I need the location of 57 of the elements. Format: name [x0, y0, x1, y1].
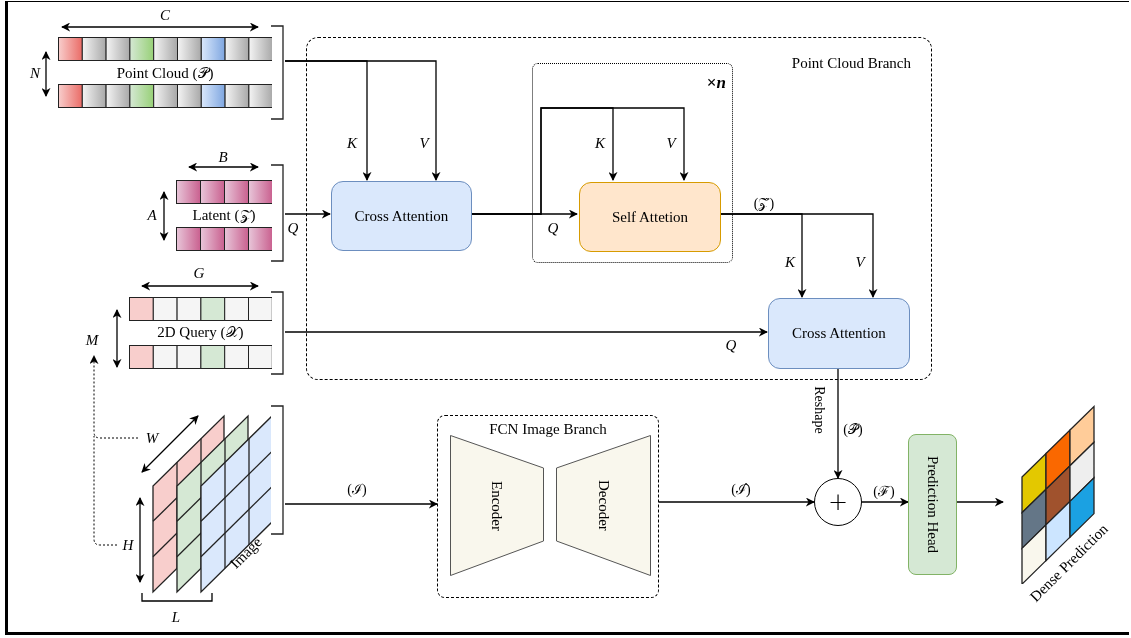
- tensor-label: Point Cloud (𝒫): [116, 65, 214, 81]
- attention-block: [768, 298, 910, 369]
- arrow: [658, 497, 815, 507]
- edge-label: K: [345, 135, 359, 151]
- tensor-label: 2D Query (𝒳): [157, 324, 244, 340]
- trapezoid-block: [556, 435, 651, 576]
- block-label: Cross Attention: [354, 206, 449, 226]
- block-label: Encoder: [488, 480, 507, 531]
- dimension-label: H: [122, 537, 134, 553]
- edge-label: Q: [545, 220, 561, 236]
- dimension-label: N: [30, 65, 40, 81]
- tensor-stack: [129, 291, 285, 375]
- dashed-group-frame: [437, 415, 659, 598]
- dimension-label: A: [147, 207, 157, 223]
- block-label: Prediction Head: [923, 455, 942, 554]
- edge-label: K: [593, 135, 607, 151]
- block-label: Decoder: [594, 480, 613, 531]
- group-title: Point Cloud Branch: [791, 54, 911, 73]
- arrow: [284, 499, 438, 509]
- attention-block: [331, 181, 472, 251]
- group-title: ×n: [706, 72, 726, 94]
- edge-label: (ℐ): [345, 483, 369, 497]
- arrow: [956, 497, 1004, 507]
- tensor-stack: [176, 164, 285, 262]
- dimension-label: (𝒵̂): [753, 197, 775, 211]
- attention-block: [579, 182, 721, 252]
- edge-label: (ℱ): [871, 485, 897, 499]
- tensor-stack: [58, 25, 285, 120]
- edge-label: V: [664, 135, 678, 151]
- dimension-label: W: [145, 430, 159, 446]
- arrow: [861, 497, 909, 507]
- edge-label: K: [783, 254, 797, 270]
- arrow: [284, 209, 331, 219]
- dimension-label: M: [85, 332, 99, 348]
- arrow: [833, 367, 843, 479]
- edge-label: V: [417, 135, 431, 151]
- trapezoid-block: [450, 435, 544, 576]
- prediction-head-block: [908, 434, 957, 575]
- edge-label: (ℐ̂): [729, 483, 753, 497]
- arrow: [284, 60, 441, 181]
- block-label: Self Attetion: [611, 207, 689, 227]
- group-title: FCN Image Branch: [488, 420, 608, 439]
- edge-label: Q: [723, 337, 739, 353]
- arrow: [470, 107, 689, 215]
- block-label: Cross Attention: [792, 324, 886, 344]
- dimension-label: L: [171, 609, 181, 625]
- plus-sign: +: [827, 490, 849, 514]
- tensor-label: Latent (𝒵): [192, 207, 256, 223]
- dimension-label: G: [193, 265, 205, 281]
- edge-label: V: [853, 254, 867, 270]
- dimension-label: B: [218, 149, 228, 165]
- edge-label: Q: [285, 220, 301, 236]
- arrow: [284, 327, 768, 337]
- dimension-label: (𝒫̂): [843, 423, 863, 437]
- dashed-group-frame: [306, 37, 932, 380]
- dimension-label: C: [160, 7, 170, 23]
- edge-label: Reshape: [812, 385, 826, 435]
